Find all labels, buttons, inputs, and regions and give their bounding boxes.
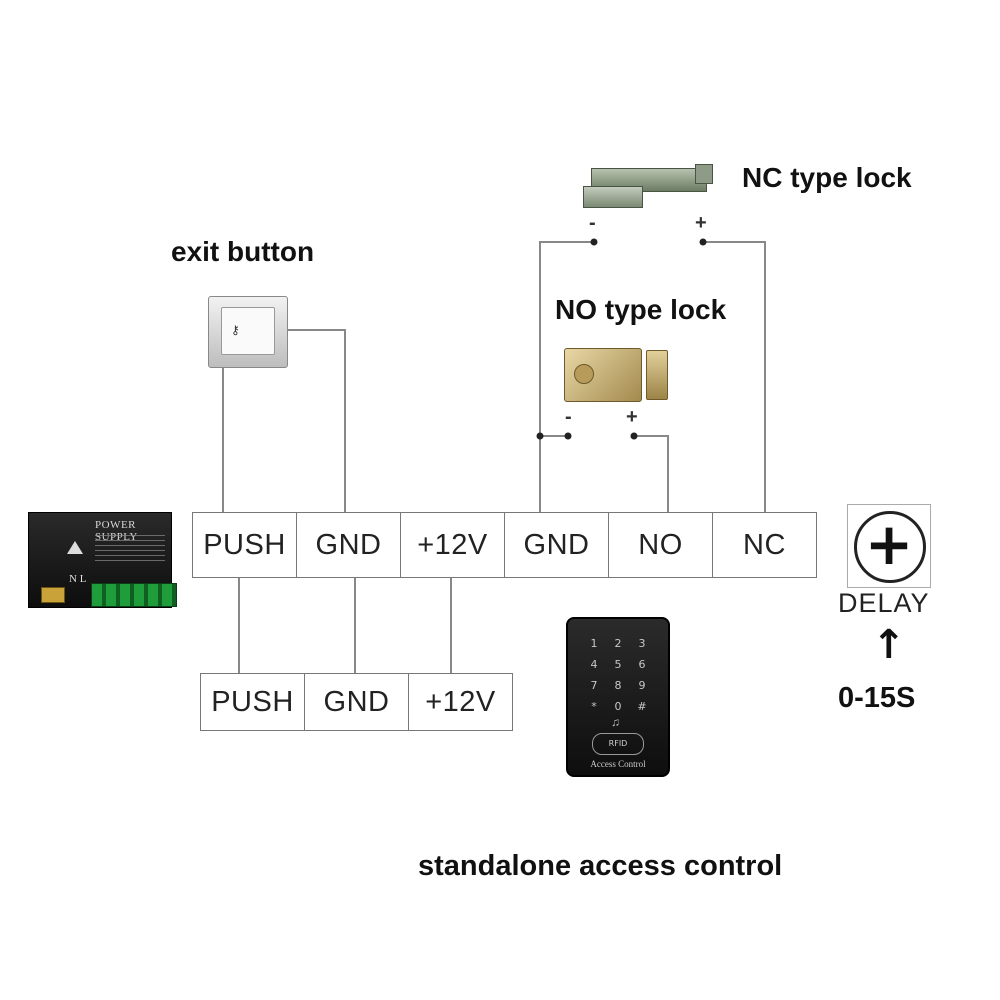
access-control-keypad-image: 1 2 3 4 5 6 7 8 9 * 0 # ♫ RFID Access Co… — [566, 617, 670, 777]
delay-range: 0-15S — [838, 682, 916, 714]
delay-circle — [854, 511, 926, 583]
key-2: 2 — [614, 637, 622, 650]
psu-terminal-12v: +12V — [408, 674, 512, 730]
psu-terminal-gnd: GND — [304, 674, 408, 730]
key-0: 0 — [614, 700, 622, 713]
key-icon: ⚷ — [231, 323, 240, 337]
node-no-minus-a — [536, 432, 544, 440]
key-8: 8 — [614, 679, 622, 692]
key-3: 3 — [638, 637, 646, 650]
key-5: 5 — [614, 658, 622, 671]
psu-terminal-push: PUSH — [211, 685, 294, 718]
node-nc-plus — [699, 238, 707, 246]
delay-label: DELAY — [838, 588, 930, 618]
no-plus-mark: + — [626, 406, 638, 428]
standalone-title: standalone access control — [418, 850, 783, 882]
key-hash: # — [637, 700, 647, 713]
key-6: 6 — [638, 658, 646, 671]
nc-lock-base — [583, 186, 643, 208]
nc-lock-tip — [695, 164, 713, 184]
nc-lock-title: NC type lock — [742, 162, 912, 193]
wire-no-plus — [634, 435, 669, 512]
terminal-gnd-2: GND — [504, 513, 608, 577]
exit-button-image: ⚷ — [208, 296, 288, 368]
terminal-push: PUSH — [203, 528, 286, 561]
key-1: 1 — [590, 637, 598, 650]
no-lock-knob — [574, 364, 594, 384]
arrow-up-icon: ↑ — [872, 622, 906, 668]
delay-potentiometer: + — [847, 504, 931, 588]
no-lock-image — [564, 348, 670, 402]
wire-nc-plus — [703, 241, 766, 512]
no-minus-mark: - — [565, 406, 572, 428]
warning-icon — [67, 541, 83, 554]
key-7: 7 — [590, 679, 598, 692]
keypad-brand-text: Access Control — [590, 759, 646, 769]
terminal-gnd: GND — [296, 513, 400, 577]
nc-plus-mark: + — [695, 212, 707, 234]
no-lock-title: NO type lock — [555, 294, 727, 325]
main-terminal-block: PUSH GND +12V GND NO NC — [192, 512, 817, 578]
no-lock-keeper — [646, 350, 668, 400]
exit-button-title: exit button — [171, 236, 315, 267]
power-supply-spec-lines — [95, 535, 165, 561]
exit-button-face — [221, 307, 275, 355]
terminal-nc: NC — [712, 513, 816, 577]
nc-minus-mark: - — [589, 212, 596, 234]
rfid-badge: RFID — [592, 733, 644, 755]
power-supply-terminal-block — [91, 583, 177, 607]
node-nc-minus — [590, 238, 598, 246]
node-no-plus — [630, 432, 638, 440]
key-9: 9 — [638, 679, 646, 692]
power-supply-nl-label: N L — [69, 573, 87, 585]
terminal-12v: +12V — [400, 513, 504, 577]
keypad-grid: 1 2 3 4 5 6 7 8 9 * 0 # — [582, 637, 654, 713]
psu-terminal-block: PUSH GND +12V — [200, 673, 513, 731]
key-4: 4 — [590, 658, 598, 671]
wire-exit-gnd — [286, 329, 346, 512]
key-star: * — [591, 700, 597, 713]
nc-lock-image — [583, 160, 713, 208]
power-supply-image: POWER SUPPLY N L — [28, 512, 177, 608]
wire-nc-minus — [539, 241, 594, 512]
no-lock-body — [564, 348, 642, 402]
bell-icon: ♫ — [611, 715, 620, 729]
node-no-minus-b — [564, 432, 572, 440]
terminal-no: NO — [608, 513, 712, 577]
plus-icon: + — [864, 510, 914, 578]
fuse-icon — [41, 587, 65, 603]
